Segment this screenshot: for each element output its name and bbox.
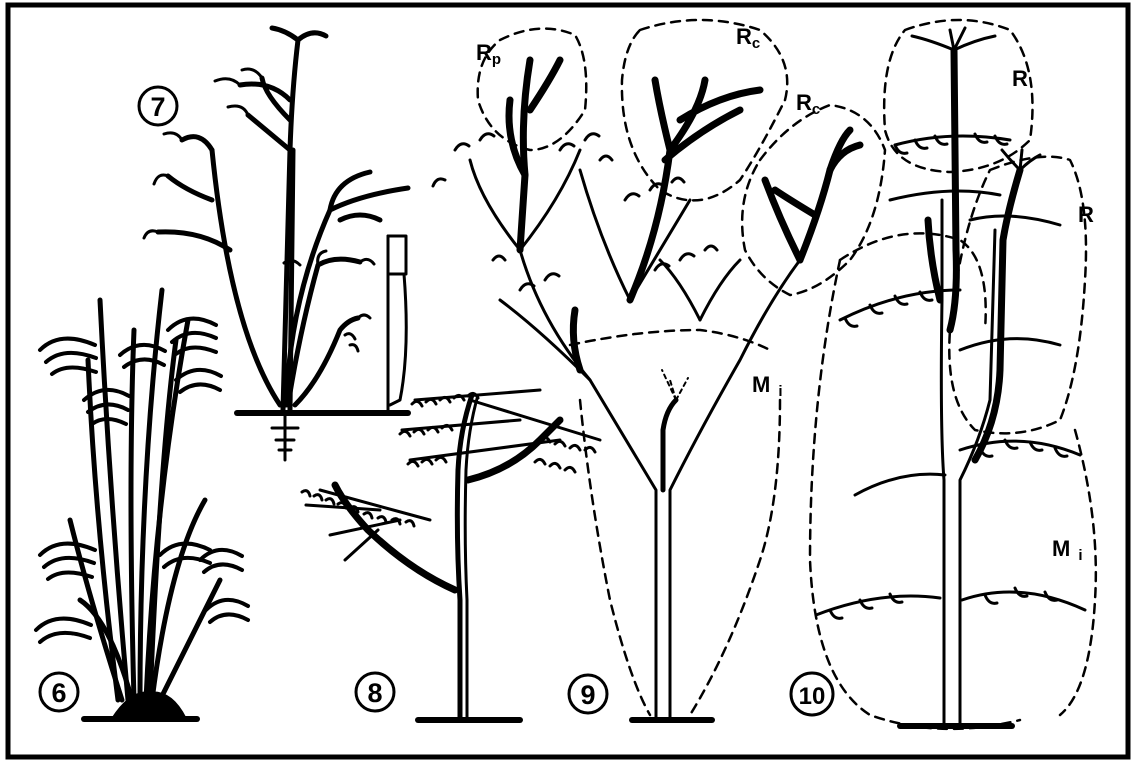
side-shoot-10 — [928, 220, 940, 300]
zone-r-side — [949, 157, 1086, 434]
roots-7 — [272, 413, 298, 460]
stems-6 — [70, 290, 220, 700]
zone-mi-10-right — [1060, 430, 1096, 715]
zone-mi-10-left — [810, 260, 1020, 729]
frond-tips-7 — [144, 69, 374, 351]
fine-branches-9 — [433, 134, 740, 380]
zone-label-rc-2: Rc — [796, 90, 820, 118]
zone-label-rp: Rp — [476, 40, 501, 68]
panel-number-6: 6 — [51, 678, 66, 708]
central-shoot-9 — [663, 400, 676, 490]
dormant-bud-9 — [662, 370, 688, 400]
zone-rp — [478, 29, 587, 150]
panel-number-10: 10 — [799, 683, 826, 710]
panel-number-8: 8 — [367, 678, 382, 708]
trunk-10-left — [941, 200, 944, 724]
trunk-10-right — [960, 230, 995, 724]
plant-7 — [144, 28, 408, 460]
reiteration-10 — [975, 170, 1020, 460]
zone-rc-2 — [742, 105, 885, 295]
branch-left-8 — [335, 485, 455, 590]
trunk-9-right — [670, 260, 800, 718]
trunk-8-outline — [465, 395, 478, 718]
zone-mi-9-top — [570, 330, 770, 350]
zone-label-r-10b: R — [1078, 202, 1094, 227]
panel-number-9: 9 — [580, 680, 595, 710]
zone-mi-9-right — [690, 400, 780, 715]
panel-number-7: 7 — [150, 92, 165, 122]
tiered-branches-10 — [816, 134, 1085, 618]
scale-figure-7 — [388, 236, 406, 410]
zone-label-r-10a: R — [1012, 66, 1028, 91]
plant-10 — [810, 20, 1096, 729]
plant-6 — [36, 290, 248, 719]
axes-7 — [158, 28, 408, 410]
plant-8 — [302, 390, 600, 720]
trunk-9-left — [520, 250, 656, 718]
